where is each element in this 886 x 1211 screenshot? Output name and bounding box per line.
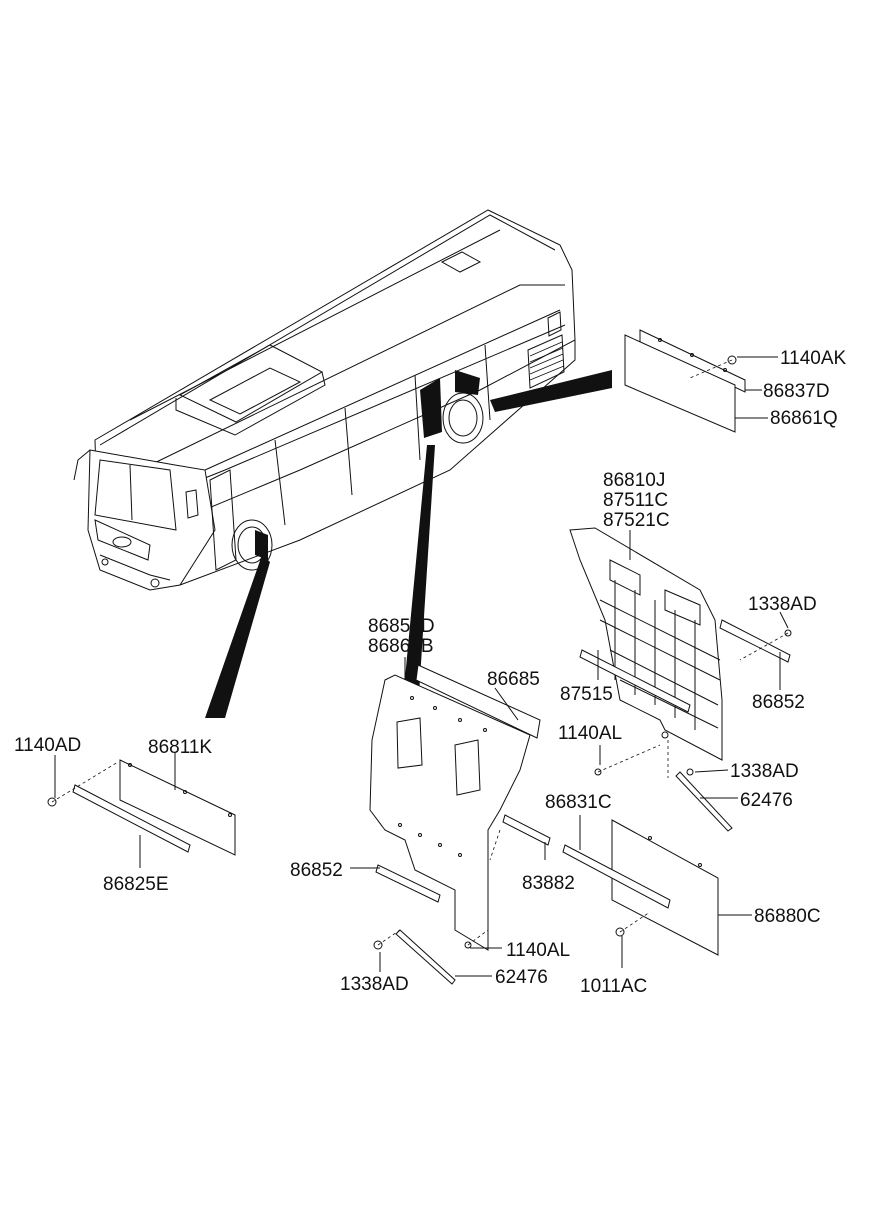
label-86831C: 86831C [545, 792, 612, 813]
label-86851D: 86851D [368, 616, 435, 637]
label-86685: 86685 [487, 669, 540, 690]
label-1140AL-upper: 1140AL [558, 723, 622, 744]
label-87515: 87515 [560, 684, 613, 705]
callout-arrow-front [205, 555, 270, 718]
label-86861Q: 86861Q [770, 408, 838, 429]
front-mud-guard-assembly [47, 759, 236, 856]
label-62476-right: 62476 [740, 790, 793, 811]
mud-flap-mark-front [255, 530, 268, 560]
label-87521C: 87521C [603, 510, 670, 531]
mud-flap-mark-rear-left [420, 378, 442, 438]
rear-flap-plate-assembly [624, 329, 746, 433]
callout-arrow-rear-left [402, 445, 435, 710]
label-1338AD-middle: 1338AD [730, 761, 799, 782]
label-83882: 83882 [522, 873, 575, 894]
callout-arrow-rear-right [490, 370, 612, 412]
mud-flap-mark-rear-right [455, 370, 480, 395]
label-1338AD-upper: 1338AD [748, 594, 817, 615]
label-86825E: 86825E [103, 874, 169, 895]
lower-flap-plate-assembly [562, 819, 719, 956]
label-86810J: 86810J [603, 470, 665, 491]
label-86852-left: 86852 [290, 860, 343, 881]
side-mud-guard-assembly [369, 664, 551, 985]
label-87511C: 87511C [603, 490, 668, 511]
label-86852-right: 86852 [752, 692, 805, 713]
label-1011AC: 1011AC [580, 976, 647, 997]
label-1140AL-lower: 1140AL [506, 940, 570, 961]
label-1140AD: 1140AD [14, 735, 81, 756]
label-62476-lower: 62476 [495, 967, 548, 988]
label-86837D: 86837D [763, 381, 830, 402]
label-1140AK: 1140AK [780, 348, 847, 369]
label-86880C: 86880C [754, 906, 821, 927]
label-86861B: 86861B [368, 636, 434, 657]
label-86811K: 86811K [148, 737, 212, 758]
label-1338AD-lower: 1338AD [340, 974, 409, 995]
rear-mud-guard-assembly [569, 527, 792, 832]
